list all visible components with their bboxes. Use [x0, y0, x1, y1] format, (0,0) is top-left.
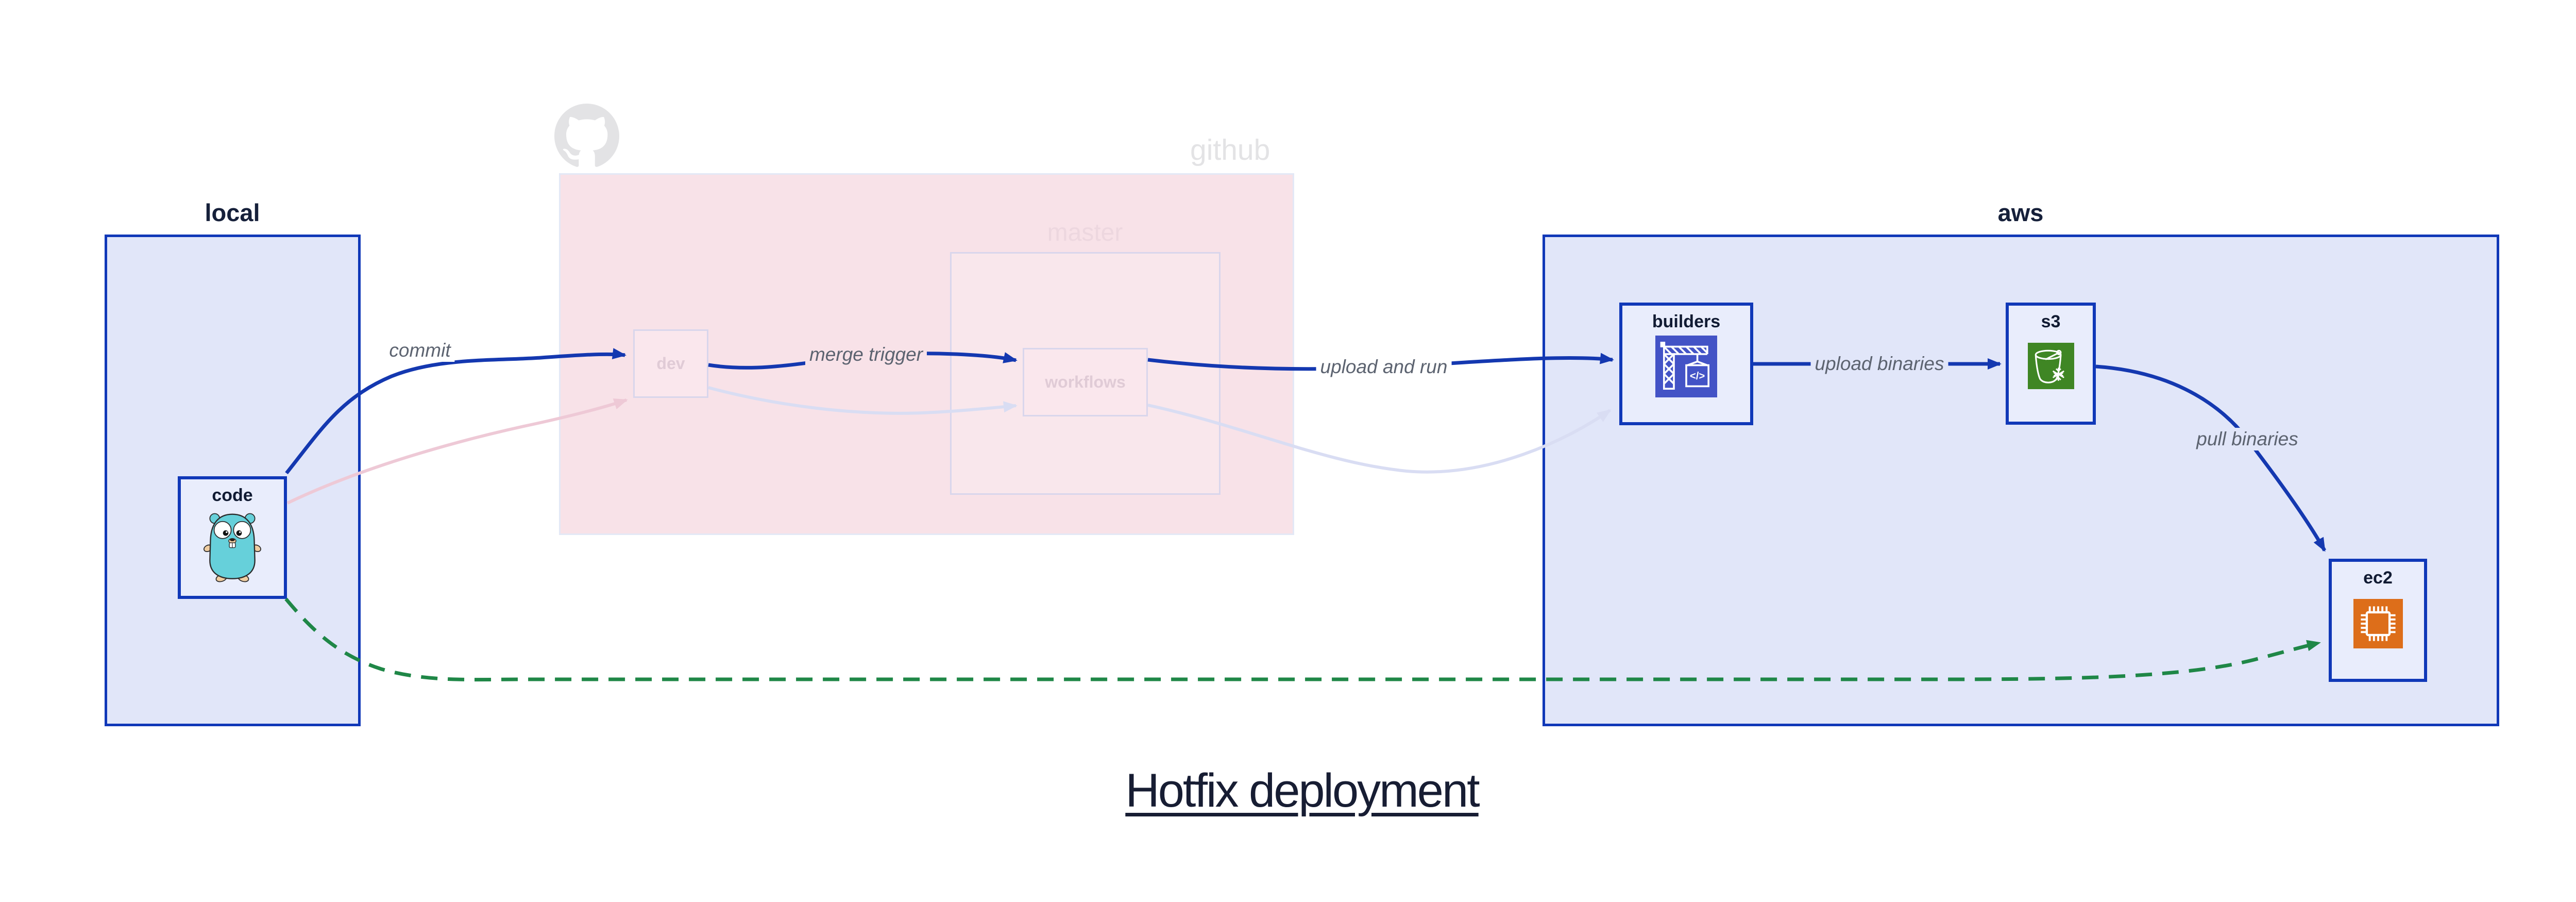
edge-label-commit: commit	[385, 339, 455, 362]
aws-codebuild-icon: </>	[1655, 336, 1717, 397]
aws-container-label: aws	[1997, 199, 2044, 226]
node-ec2-label: ec2	[2363, 568, 2393, 588]
node-s3: s3	[2006, 303, 2096, 425]
edge-label-upload-binaries: upload binaries	[1810, 353, 1948, 375]
node-dev: dev	[633, 329, 708, 398]
master-branch-label: master	[1047, 219, 1123, 246]
diagram-title: Hotfix deployment	[1125, 764, 1480, 817]
node-workflows-label: workflows	[1045, 373, 1126, 391]
node-workflows: workflows	[1023, 348, 1148, 416]
local-container-label: local	[205, 199, 260, 226]
node-builders-label: builders	[1652, 312, 1721, 331]
go-gopher-icon	[204, 513, 261, 582]
node-code-label: code	[212, 486, 253, 505]
svg-text:</>: </>	[1690, 371, 1705, 382]
github-region-label: github	[1190, 133, 1270, 166]
node-s3-label: s3	[2041, 312, 2061, 331]
node-ec2: ec2	[2329, 559, 2427, 682]
aws-ec2-chip-icon	[2353, 599, 2403, 648]
node-builders: builders </>	[1619, 303, 1753, 425]
aws-s3-bucket-icon	[2027, 343, 2074, 389]
node-dev-label: dev	[656, 354, 685, 373]
github-octocat-icon	[554, 104, 619, 167]
node-code: code	[178, 476, 287, 599]
edge-label-upload-and-run: upload and run	[1316, 356, 1452, 378]
edge-label-merge-trigger: merge trigger	[805, 343, 927, 366]
edge-label-pull-binaries: pull binaries	[2192, 428, 2302, 450]
